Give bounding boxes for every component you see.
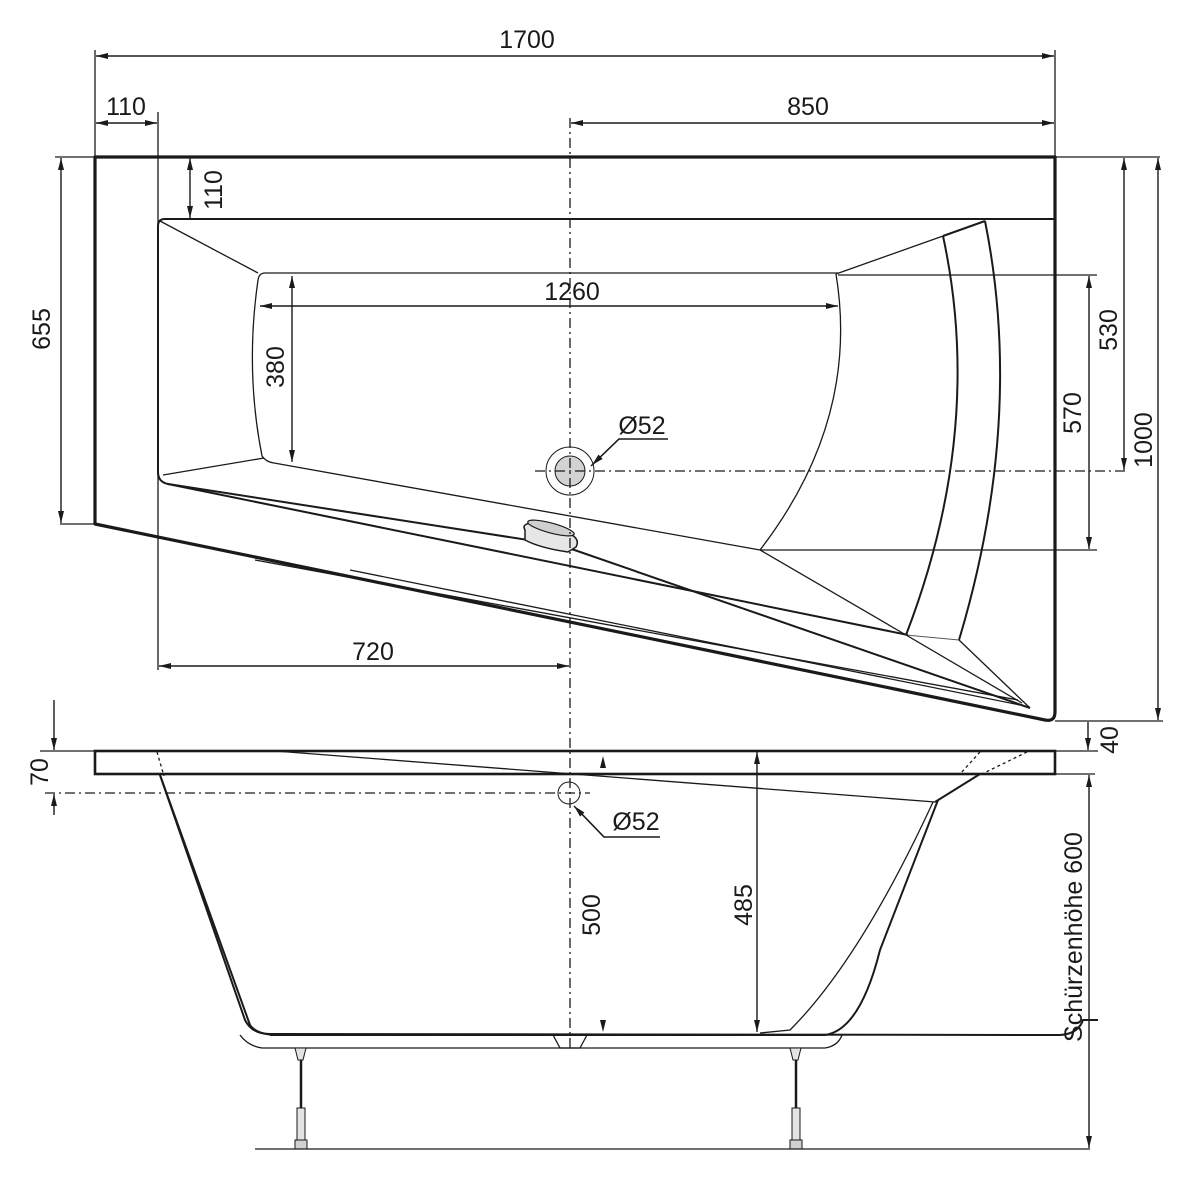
dim-label-overall-length: 1700 xyxy=(499,26,555,54)
drain-leader-arrow xyxy=(591,438,620,466)
foot-left xyxy=(294,1047,308,1150)
headrest-bottom-cap xyxy=(905,634,960,641)
dim-label-inner-right-width: 570 xyxy=(1059,392,1087,434)
dim-label-overall-depth: 1000 xyxy=(1130,412,1158,468)
side-view: 70 Ø52 500 485 40 Schürzenhöhe 600 xyxy=(26,700,1124,1150)
tub-right-dotted-2 xyxy=(981,751,1028,775)
dim-label-drain-to-top: 530 xyxy=(1095,309,1123,351)
headrest-top-cap xyxy=(942,220,986,237)
dim-label-depth-center: 500 xyxy=(578,894,606,936)
dim-label-left-depth: 655 xyxy=(28,308,56,350)
corner-line-bl xyxy=(162,457,265,476)
corner-line-tl xyxy=(159,220,259,274)
dim-label-water-depth: 485 xyxy=(730,884,758,926)
headrest-inner-arc xyxy=(905,235,959,636)
floor-right-curve xyxy=(759,273,842,551)
dim-label-rim-to-drain: 70 xyxy=(26,758,54,786)
dim-label-rim-left: 110 xyxy=(106,93,146,121)
tub-right-wall xyxy=(824,799,939,1036)
tub-inner-curve xyxy=(759,801,934,1034)
drain-outlet xyxy=(552,1034,588,1049)
overflow-knob xyxy=(523,519,579,553)
headrest-diag-1 xyxy=(905,634,1023,704)
tub-left-wall xyxy=(159,774,276,1036)
skirt-line-2 xyxy=(349,569,1021,706)
dim-label-center-to-right: 850 xyxy=(787,93,829,121)
dim-marker-500-top xyxy=(600,756,606,768)
tub-base-plinth xyxy=(239,1034,843,1049)
dim-label-apron-height: Schürzenhöhe 600 xyxy=(1060,832,1088,1042)
dim-label-rim-top: 110 xyxy=(200,170,228,210)
dim-label-rim-offset: 40 xyxy=(1096,726,1124,754)
corner-line-tr xyxy=(835,235,944,275)
drain-leader-line xyxy=(590,438,668,467)
dim-label-left-to-center: 720 xyxy=(352,638,394,666)
floor-outline xyxy=(251,272,838,551)
corner-line-br xyxy=(759,549,907,636)
inner-front-edge xyxy=(167,483,1031,709)
headrest-diag-2 xyxy=(958,639,1031,709)
foot-right xyxy=(789,1047,803,1150)
outer-rim-outline xyxy=(93,155,1057,722)
tub-right-dotted-1 xyxy=(959,751,981,775)
overflow-leader-arrow xyxy=(573,805,605,838)
tub-left-dotted xyxy=(156,751,165,777)
dim-label-drain-diameter: Ø52 xyxy=(618,412,665,440)
tub-slope-line xyxy=(274,750,936,803)
rim-profile xyxy=(93,749,1057,776)
dim-marker-500-bottom xyxy=(600,1020,606,1032)
headrest-outer-arc xyxy=(958,220,1002,641)
dim-label-inner-length: 1260 xyxy=(544,278,600,306)
tub-right-rim-join xyxy=(934,773,981,803)
skirt-line-1 xyxy=(254,559,1019,701)
dim-label-headrest-width: 380 xyxy=(262,346,290,388)
top-view: 1700 110 850 110 655 1260 380 Ø52 570 53… xyxy=(28,26,1163,1050)
dim-label-overflow-diameter: Ø52 xyxy=(612,808,659,836)
